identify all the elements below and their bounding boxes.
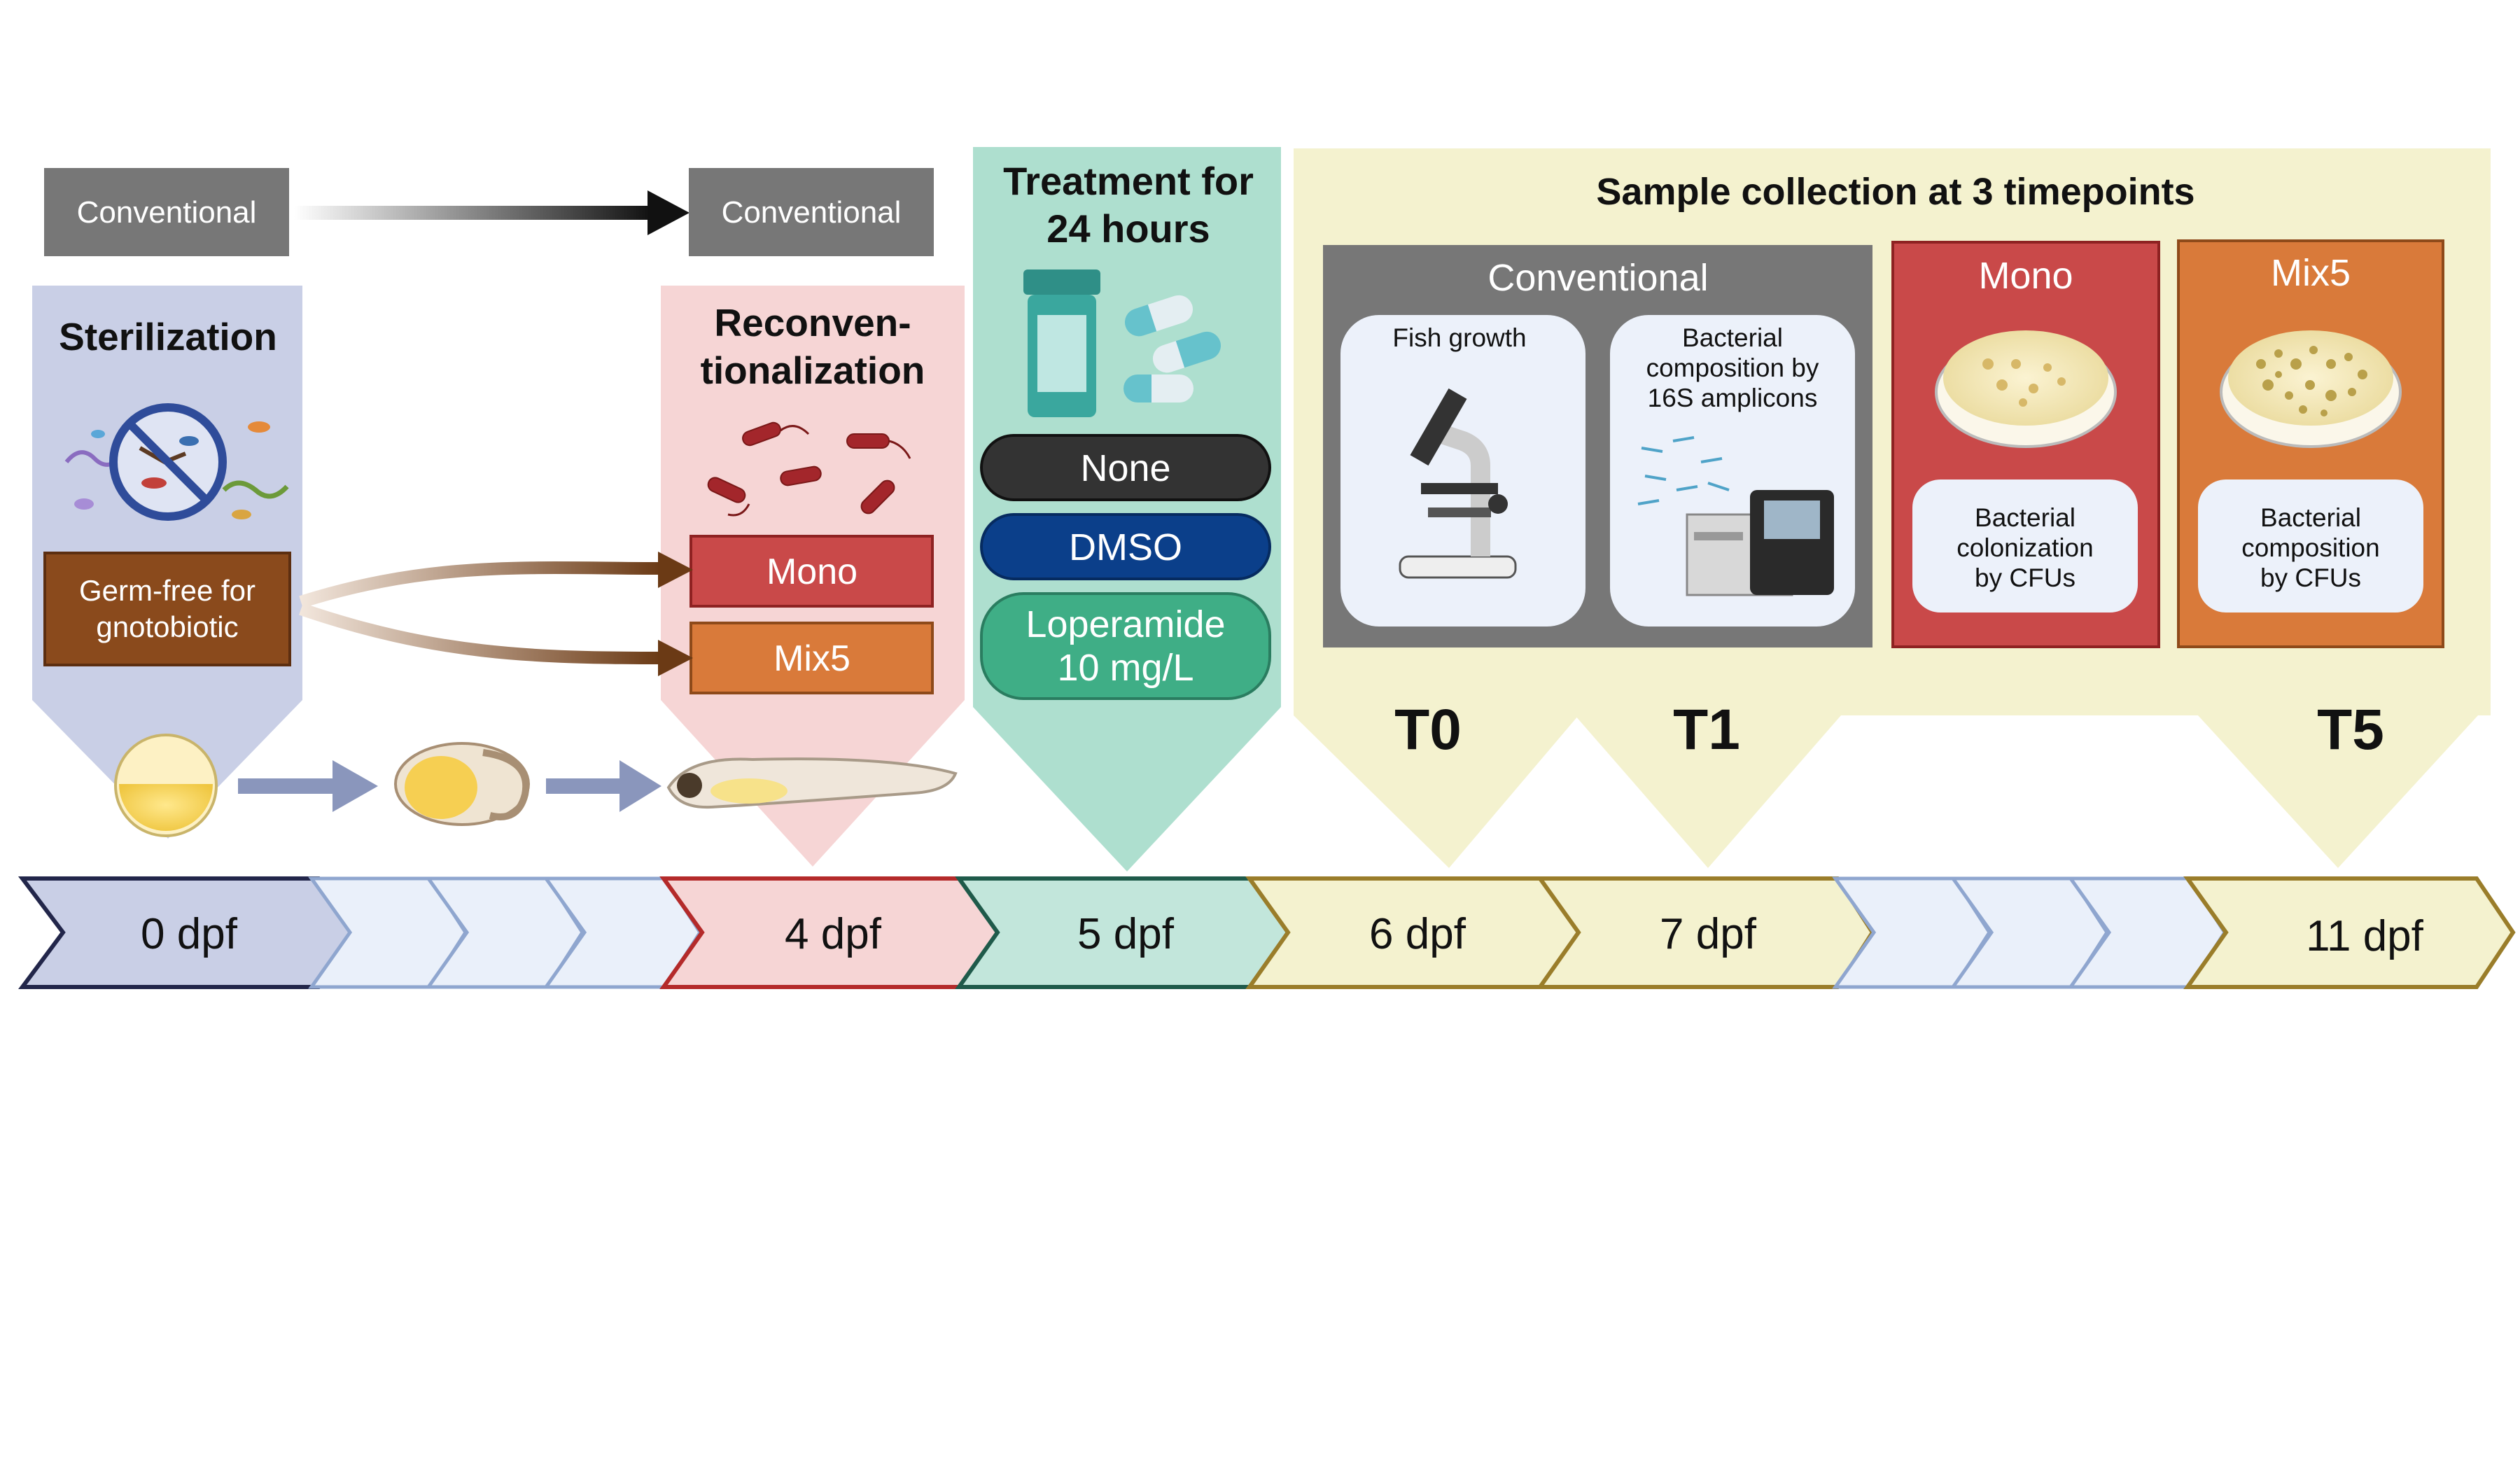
conventional-source-label: Conventional — [77, 195, 257, 230]
timeline-label-7dpf: 7 dpf — [1660, 910, 1757, 958]
bacterial-composition-line2: composition by — [1646, 354, 1819, 382]
development-arrow-2 — [546, 760, 662, 812]
embryo-stage-icon — [394, 742, 530, 826]
microscope-icon — [1399, 388, 1517, 579]
petri-dish-mix5-icon — [2220, 330, 2402, 448]
rod-bacteria-icon — [707, 421, 911, 517]
treatment-title-line2: 24 hours — [1046, 206, 1210, 251]
treatment-option-dmso: DMSO — [980, 513, 1271, 580]
timepoint-t1: T1 — [1673, 698, 1740, 762]
capsules-icon — [1124, 295, 1222, 402]
mix5-panel-line2: composition — [2241, 533, 2379, 562]
mono-panel-title: Mono — [1978, 255, 2073, 297]
mono-panel-line3: by CFUs — [1975, 564, 2076, 592]
pill-bottle-icon — [1023, 270, 1100, 417]
mix5-sampling-panel: Mix5 Bacterial composition by CFUs — [2177, 239, 2444, 648]
recon-mix5-label: Mix5 — [774, 638, 850, 679]
treatment-loperamide-line2: 10 mg/L — [1057, 647, 1194, 689]
sample-collection-title: Sample collection at 3 timepoints — [1596, 171, 2194, 213]
conventional-source-box: Conventional — [44, 168, 289, 256]
recon-mix5-box: Mix5 — [690, 622, 934, 694]
bacterial-composition-line3: 16S amplicons — [1648, 384, 1818, 412]
conventional-target-label: Conventional — [722, 195, 902, 230]
embryo-egg-icon — [114, 734, 218, 837]
timeline-label-6dpf: 6 dpf — [1369, 910, 1466, 958]
conventional-target-box: Conventional — [689, 168, 934, 256]
timeline-label-4dpf: 4 dpf — [785, 910, 882, 958]
no-bacteria-icon — [64, 403, 289, 521]
germfree-to-mono-arrow — [299, 552, 693, 608]
mono-panel-line2: colonization — [1956, 533, 2093, 562]
reconventionalization-title-line2: tionalization — [701, 349, 925, 392]
reconventionalization-title-line1: Reconven- — [714, 301, 911, 344]
recon-mono-label: Mono — [766, 552, 858, 592]
conventional-sampling-panel: Conventional Fish growth Bacterial compo… — [1323, 245, 1872, 648]
mono-sampling-panel: Mono Bacterial colonization by CFUs — [1891, 241, 2160, 648]
treatment-option-loperamide: Loperamide 10 mg/L — [980, 592, 1271, 700]
germfree-line2: gnotobiotic — [96, 610, 238, 643]
bacterial-composition-line1: Bacterial — [1682, 323, 1783, 352]
fish-growth-label: Fish growth — [1392, 323, 1526, 352]
treatment-dmso-label: DMSO — [1069, 526, 1182, 568]
sequencer-icon — [1686, 490, 1834, 596]
larva-stage-icon — [666, 757, 958, 809]
timeline-label-0dpf: 0 dpf — [141, 910, 238, 958]
treatment-banner: Treatment for 24 hours — [973, 147, 1281, 872]
treatment-none-label: None — [1080, 447, 1170, 489]
recon-mono-box: Mono — [690, 535, 934, 608]
treatment-loperamide-line1: Loperamide — [1026, 603, 1225, 645]
sterilization-title: Sterilization — [59, 315, 277, 358]
treatment-title-line1: Treatment for — [1003, 159, 1254, 203]
germfree-to-mix5-arrow — [299, 603, 693, 676]
timeline-label-11dpf: 11 dpf — [2306, 912, 2424, 960]
conventional-arrow — [294, 190, 690, 235]
mix5-panel-title: Mix5 — [2271, 252, 2351, 294]
conventional-panel-title: Conventional — [1488, 257, 1708, 299]
timepoint-t5: T5 — [2317, 698, 2384, 762]
mix5-panel-line1: Bacterial — [2260, 503, 2361, 532]
timeline: 0 dpf 4 dpf 5 dpf 6 dpf 7 dpf 11 dpf — [18, 876, 2516, 989]
germfree-box: Germ-free for gnotobiotic — [43, 552, 291, 666]
germfree-line1: Germ-free for — [79, 574, 255, 607]
treatment-option-none: None — [980, 434, 1271, 501]
development-arrow-1 — [238, 760, 378, 812]
mix5-panel-line3: by CFUs — [2260, 564, 2361, 592]
timeline-label-5dpf: 5 dpf — [1077, 910, 1175, 958]
timeline-chevron-11dpf — [2183, 876, 2516, 989]
mono-panel-line1: Bacterial — [1975, 503, 2076, 532]
petri-dish-mono-icon — [1935, 330, 2117, 448]
dna-fragments-icon — [1637, 436, 1730, 505]
timepoint-t0: T0 — [1394, 698, 1462, 762]
